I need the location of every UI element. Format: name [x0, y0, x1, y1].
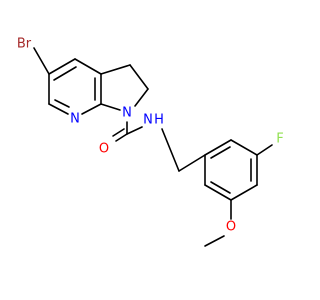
bond-ring-4-5 — [230, 184, 258, 201]
bond-c4-c3a — [74, 58, 102, 75]
bond-c2-n1 — [134, 88, 149, 107]
bond-n7-c6-inner — [54, 99, 70, 108]
bond-n1-c7a — [100, 103, 121, 111]
molecule-structure: Br N N O N H F O — [17, 37, 284, 247]
bond-ring-fluorine — [256, 144, 273, 156]
bromine-label: Br — [17, 37, 32, 52]
fluorine-label: F — [276, 132, 283, 147]
bond-br-c5 — [33, 47, 50, 75]
bond-ring-2-3 — [230, 139, 258, 156]
bond-ring-5-6-inner — [210, 181, 231, 194]
bond-c3-c2 — [129, 64, 149, 90]
atom-labels: Br N N O N H F O — [17, 37, 284, 235]
bond-n7-c6 — [48, 103, 69, 115]
pyrroline-nitrogen-label: N — [122, 106, 132, 121]
bond-nh-ch2 — [161, 128, 180, 172]
amide-nitrogen-label: N — [143, 113, 153, 128]
bond-ch2-ring — [178, 154, 206, 172]
bond-ring-5-6 — [204, 184, 232, 201]
pyridine-nitrogen-label: N — [70, 112, 80, 127]
carbonyl-oxygen-label: O — [99, 142, 109, 157]
amide-hydrogen-label: H — [154, 113, 164, 128]
bond-ether-o-methyl — [204, 235, 225, 247]
bond-c-nh — [126, 126, 143, 135]
bond-c5-c4 — [48, 58, 76, 75]
bond-c-o-carbonyl-2 — [112, 128, 125, 137]
bond-c7a-n7 — [81, 103, 102, 115]
bond-ring-1-2 — [204, 139, 232, 156]
bond-c-o-carbonyl-1 — [115, 133, 128, 142]
bonds — [33, 47, 273, 247]
bond-c3a-c3 — [100, 64, 131, 75]
bond-ring-1-2-inner — [210, 146, 231, 159]
bond-c5-c4-inner — [53, 66, 77, 81]
ether-oxygen-label: O — [226, 220, 236, 235]
